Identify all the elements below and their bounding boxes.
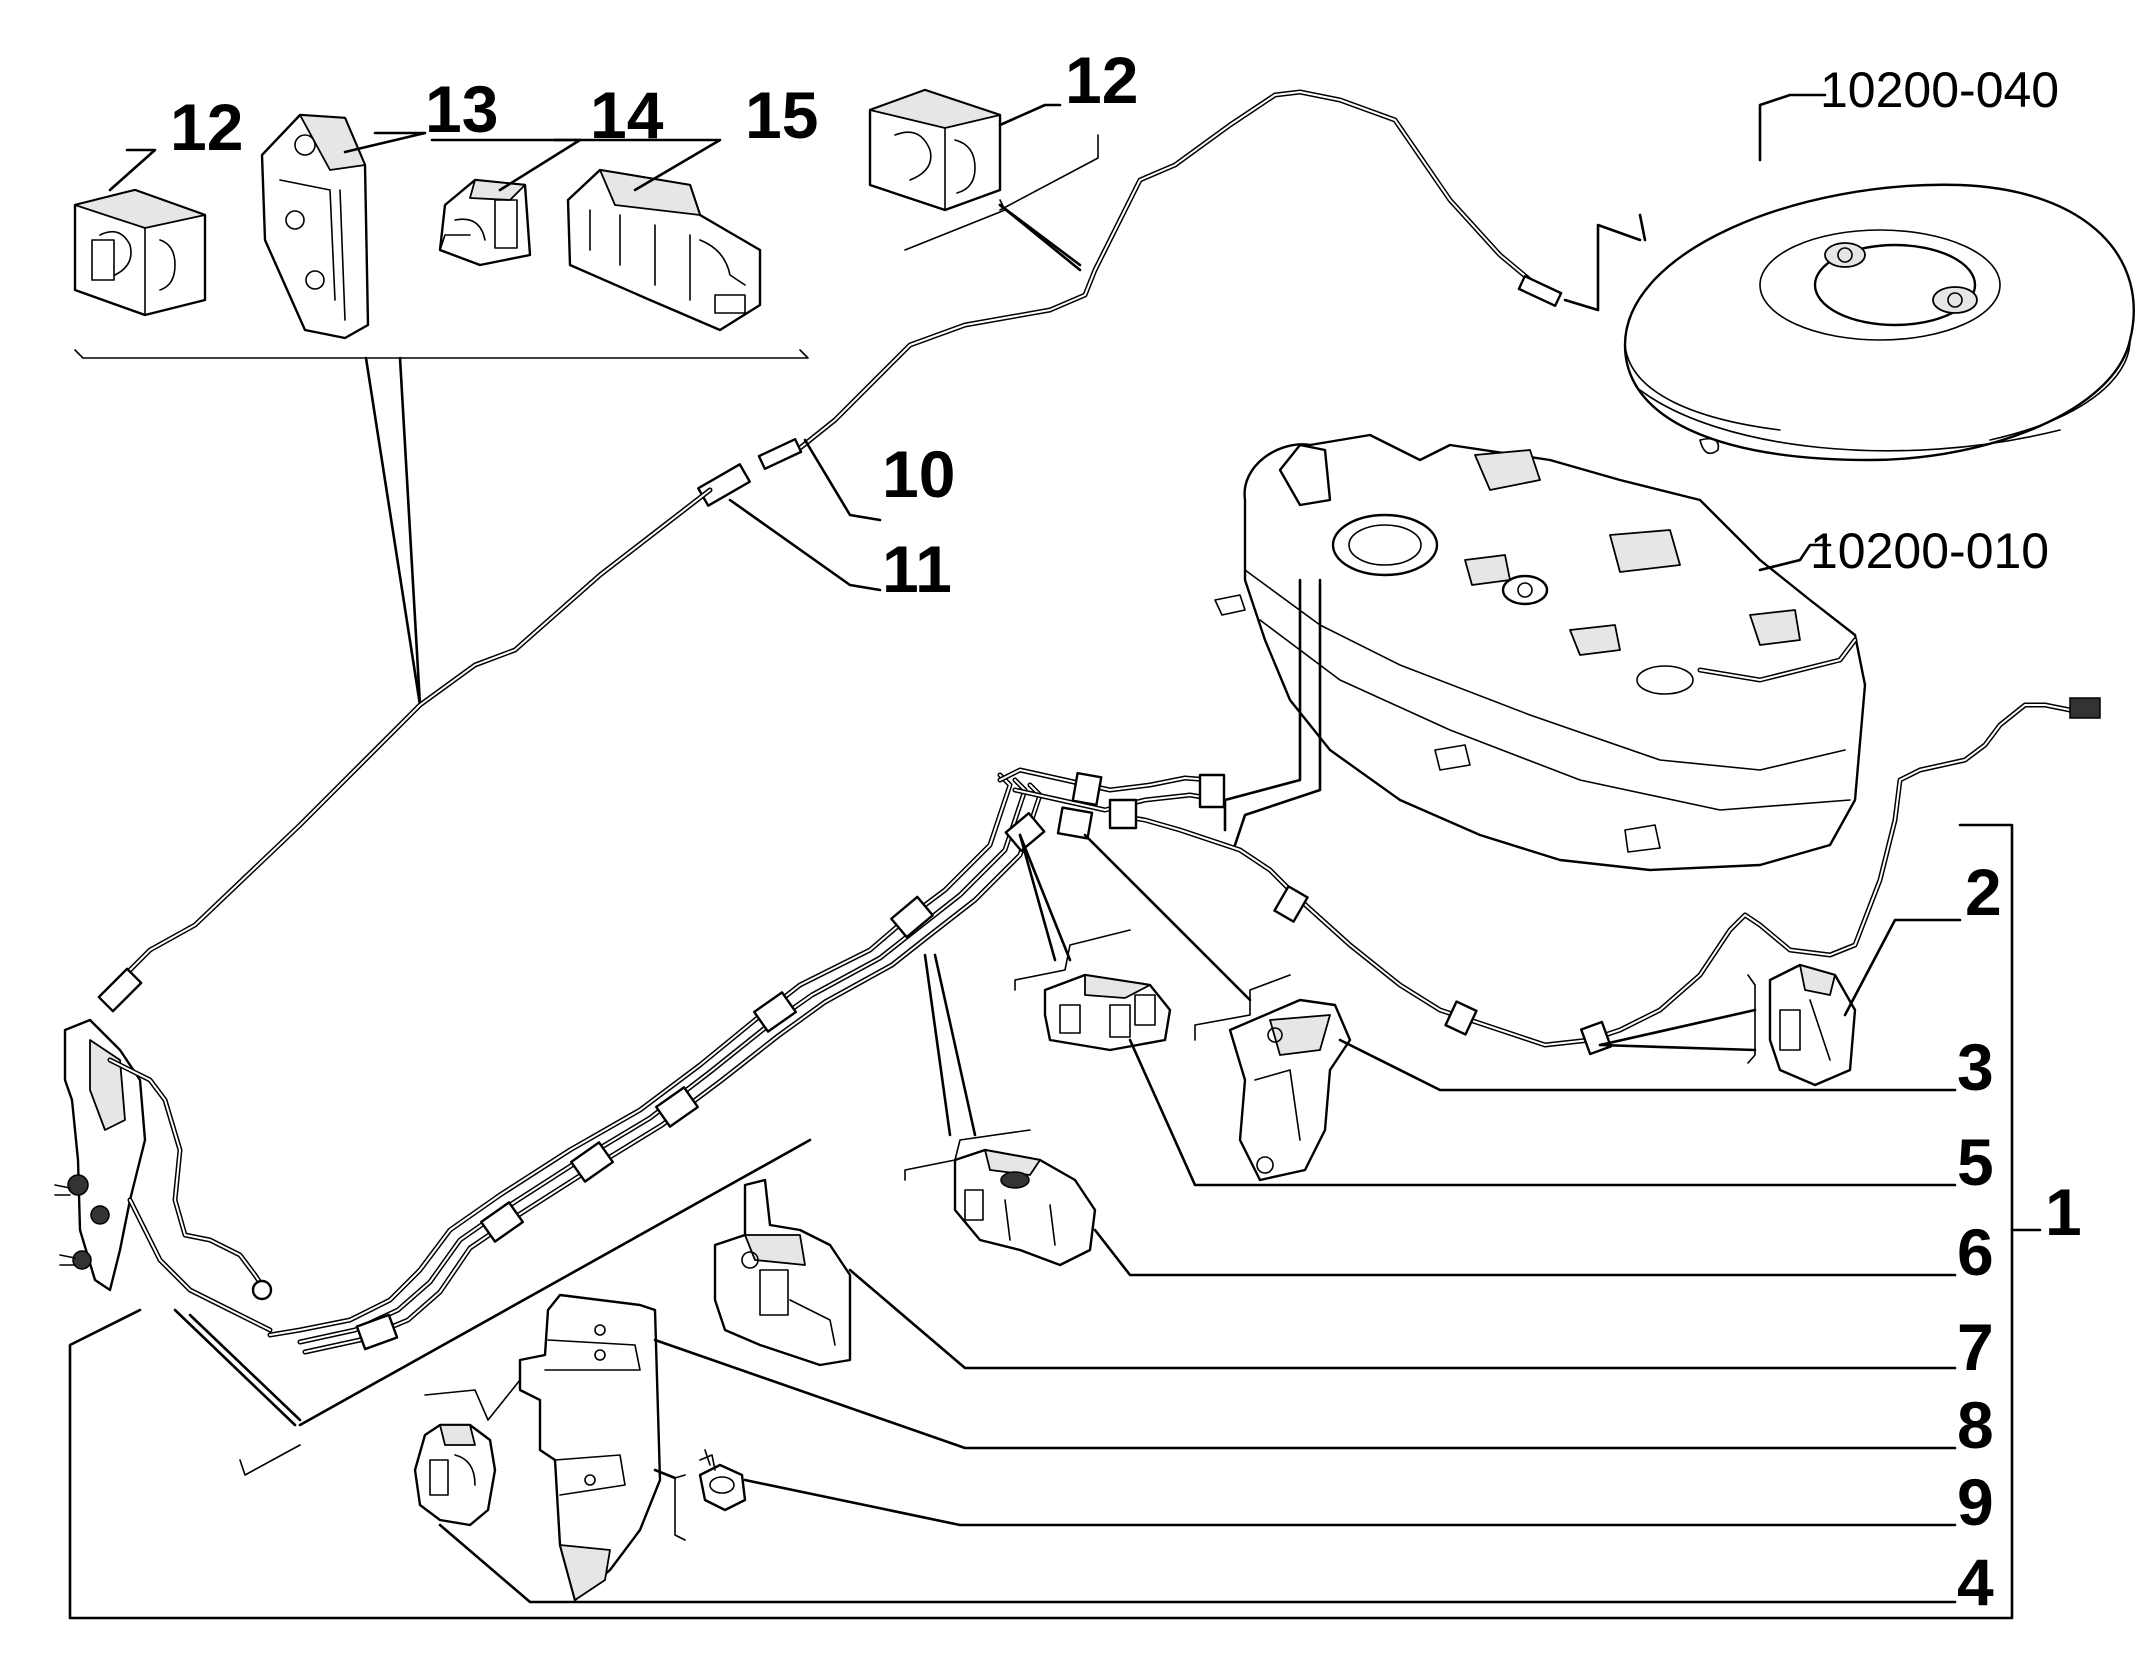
callout-9: 9 (1957, 1465, 1994, 1539)
callout-11: 11 (882, 532, 952, 606)
clip-12b-icon (868, 88, 1002, 212)
bracket-8-icon (518, 1293, 662, 1602)
top-left-clip-group (73, 113, 809, 359)
callout-12-top: 12 (1065, 43, 1138, 117)
fuel-tank-icon (1214, 433, 1867, 872)
callout-12-top-left: 12 (170, 90, 243, 164)
clip-14-icon (438, 178, 532, 267)
bolt-9-icon (698, 1449, 747, 1512)
clip-4-icon (413, 1423, 497, 1527)
callout-5: 5 (1957, 1125, 1994, 1199)
callout-8: 8 (1957, 1388, 1994, 1462)
callout-1: 1 (2045, 1175, 2082, 1249)
callout-15: 15 (745, 78, 818, 152)
callout-14: 14 (590, 78, 664, 152)
callout-6: 6 (1957, 1215, 1994, 1289)
callout-10200-010: 10200-010 (1810, 523, 2049, 579)
callout-2: 2 (1965, 855, 2002, 929)
lpg-toroidal-tank-icon (1623, 183, 2135, 462)
bracket-7-icon (713, 1178, 852, 1367)
main-pipe-harness (267, 767, 1226, 1355)
callout-4: 4 (1957, 1545, 1994, 1619)
bracket-13-icon (260, 113, 370, 340)
clip-2-icon (1768, 963, 1857, 1087)
filler-assembly-left (54, 1018, 273, 1333)
callout-7: 7 (1957, 1310, 1994, 1384)
clip-15-icon (566, 168, 762, 332)
fuel-pipe-right (1112, 697, 2101, 1056)
callout-13: 13 (425, 72, 498, 146)
gas-line-10 (97, 89, 1563, 1013)
bracket-3-icon (1228, 998, 1352, 1182)
callout-10200-040: 10200-040 (1820, 62, 2059, 118)
clip-6-icon (953, 1148, 1097, 1267)
clip-12-icon (73, 188, 207, 317)
clip-5-icon (1043, 973, 1172, 1052)
callout-3: 3 (1957, 1030, 1994, 1104)
callout-10: 10 (882, 437, 955, 511)
